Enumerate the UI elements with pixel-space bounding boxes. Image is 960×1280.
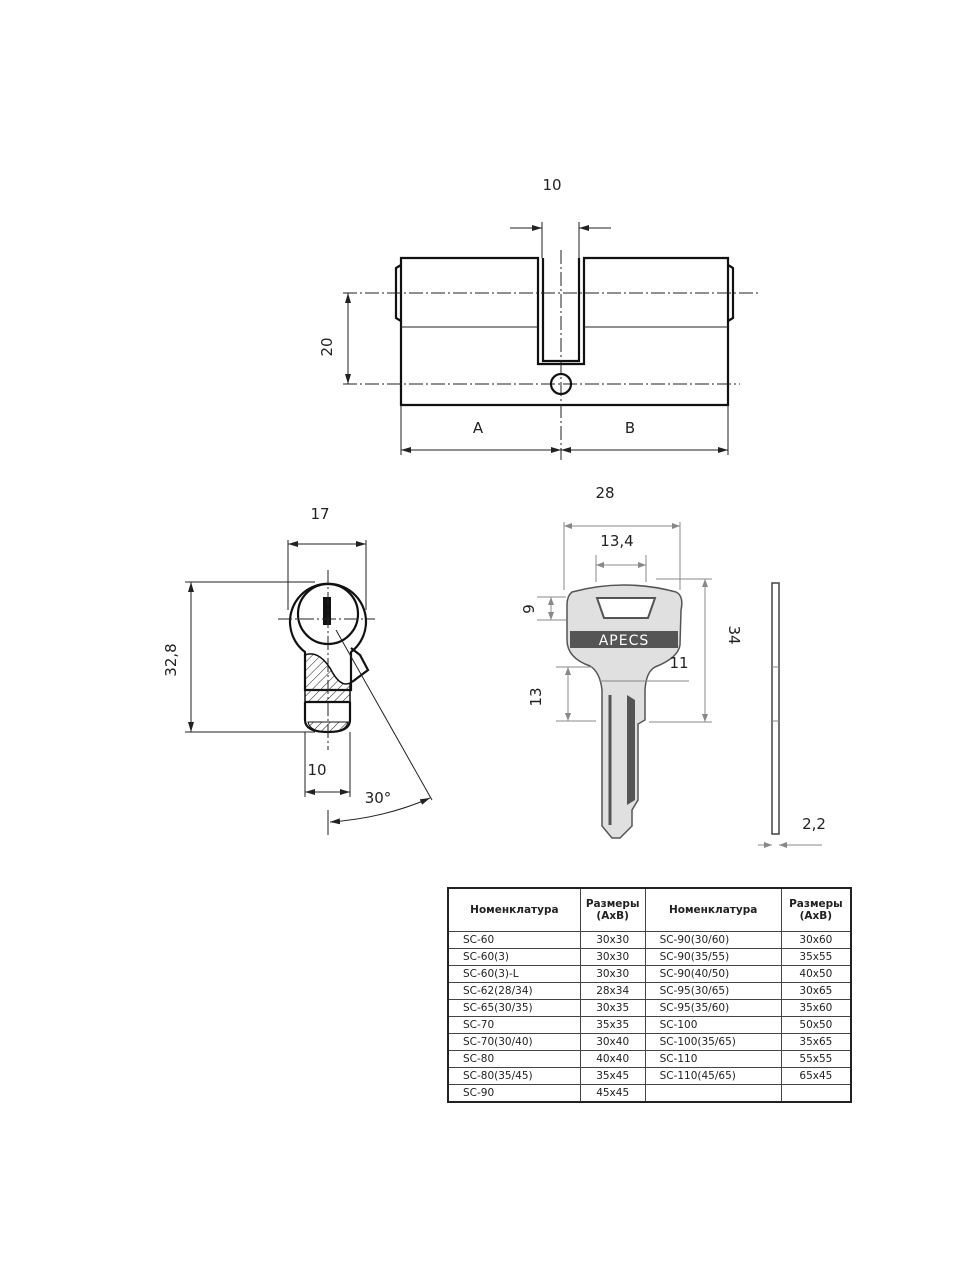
header-size-2: Размеры — [789, 898, 843, 910]
size-cell: 35x60 — [780, 999, 852, 1017]
header-nomenclature-2: Номенклатура — [668, 904, 758, 916]
model-cell: SC-90(35/55) — [644, 948, 782, 966]
model-cell: SC-100 — [644, 1016, 782, 1034]
pin-hole — [549, 372, 573, 396]
dim-key-length: 34 — [725, 625, 743, 644]
dim-shoulder: 13 — [527, 687, 545, 706]
dim-bow-hole: 13,4 — [600, 532, 633, 550]
model-cell: SC-60 — [447, 931, 581, 949]
model-cell: SC-62(28/34) — [447, 982, 581, 1000]
size-cell: 35x65 — [780, 1033, 852, 1051]
model-cell: SC-70(30/40) — [447, 1033, 581, 1051]
size-cell: 65x45 — [780, 1067, 852, 1085]
brand-band — [570, 631, 678, 648]
size-cell: 30x30 — [579, 948, 646, 966]
model-cell: SC-70 — [447, 1016, 581, 1034]
size-cell: 30x40 — [579, 1033, 646, 1051]
key-outline — [566, 584, 683, 839]
size-cell: 28x34 — [579, 982, 646, 1000]
dim-front-width: 17 — [310, 505, 329, 523]
model-cell: SC-80(35/45) — [447, 1067, 581, 1085]
key-side-profile — [771, 582, 780, 835]
size-cell: 30x30 — [579, 931, 646, 949]
key-view: APECS 28 13,4 6 34 11 13 2,2 — [519, 484, 826, 848]
cylinder-side-view: 10 20 A B — [318, 176, 760, 460]
size-cell: 35x35 — [579, 1016, 646, 1034]
size-cell: 35x45 — [579, 1067, 646, 1085]
dim-slot-width: 10 — [542, 176, 561, 194]
dim-key-width: 28 — [595, 484, 614, 502]
model-cell: SC-110(45/65) — [644, 1067, 782, 1085]
dim-hole-height: 6 — [519, 604, 537, 614]
model-cell: SC-65(30/35) — [447, 999, 581, 1017]
size-cell — [780, 1084, 852, 1103]
dim-height: 20 — [318, 337, 336, 356]
model-cell: SC-90(40/50) — [644, 965, 782, 983]
size-cell: 35x55 — [780, 948, 852, 966]
model-cell: SC-80 — [447, 1050, 581, 1068]
cylinder-front-view: 17 32,8 10 30° — [162, 505, 433, 835]
model-cell: SC-95(30/65) — [644, 982, 782, 1000]
header-nomenclature: Номенклатура — [470, 904, 559, 916]
size-cell: 30x35 — [579, 999, 646, 1017]
model-cell: SC-90(30/60) — [644, 931, 782, 949]
model-cell: SC-60(3)-L — [447, 965, 581, 983]
size-cell: 30x30 — [579, 965, 646, 983]
key-bow-hole — [595, 597, 657, 619]
dim-label-b: B — [625, 419, 635, 437]
dim-front-bottom-width: 10 — [307, 761, 326, 779]
dim-front-height: 32,8 — [162, 643, 180, 676]
key-brand: APECS — [599, 633, 650, 649]
keyway — [323, 597, 331, 625]
size-cell: 30x65 — [780, 982, 852, 1000]
model-cell: SC-110 — [644, 1050, 782, 1068]
dim-angle: 30° — [365, 789, 392, 807]
model-cell: SC-95(35/60) — [644, 999, 782, 1017]
size-cell: 40x50 — [780, 965, 852, 983]
nomenclature-table: Номенклатура Размеры(AxB) Номенклатура Р… — [447, 887, 852, 1103]
model-cell: SC-100(35/65) — [644, 1033, 782, 1051]
size-cell: 45x45 — [579, 1084, 646, 1103]
model-cell: SC-90 — [447, 1084, 581, 1103]
size-cell: 40x40 — [579, 1050, 646, 1068]
header-size-axb-2: (AxB) — [799, 910, 833, 922]
table-header-row: Номенклатура Размеры(AxB) Номенклатура Р… — [447, 887, 852, 932]
size-cell: 55x55 — [780, 1050, 852, 1068]
header-size-axb: (AxB) — [596, 910, 629, 922]
model-cell — [644, 1084, 782, 1103]
dim-label-a: A — [473, 419, 484, 437]
model-cell: SC-60(3) — [447, 948, 581, 966]
size-cell: 30x60 — [780, 931, 852, 949]
header-size: Размеры — [585, 898, 640, 910]
dim-thickness: 2,2 — [802, 815, 826, 833]
dim-neck: 11 — [669, 654, 688, 672]
size-cell: 50x50 — [780, 1016, 852, 1034]
